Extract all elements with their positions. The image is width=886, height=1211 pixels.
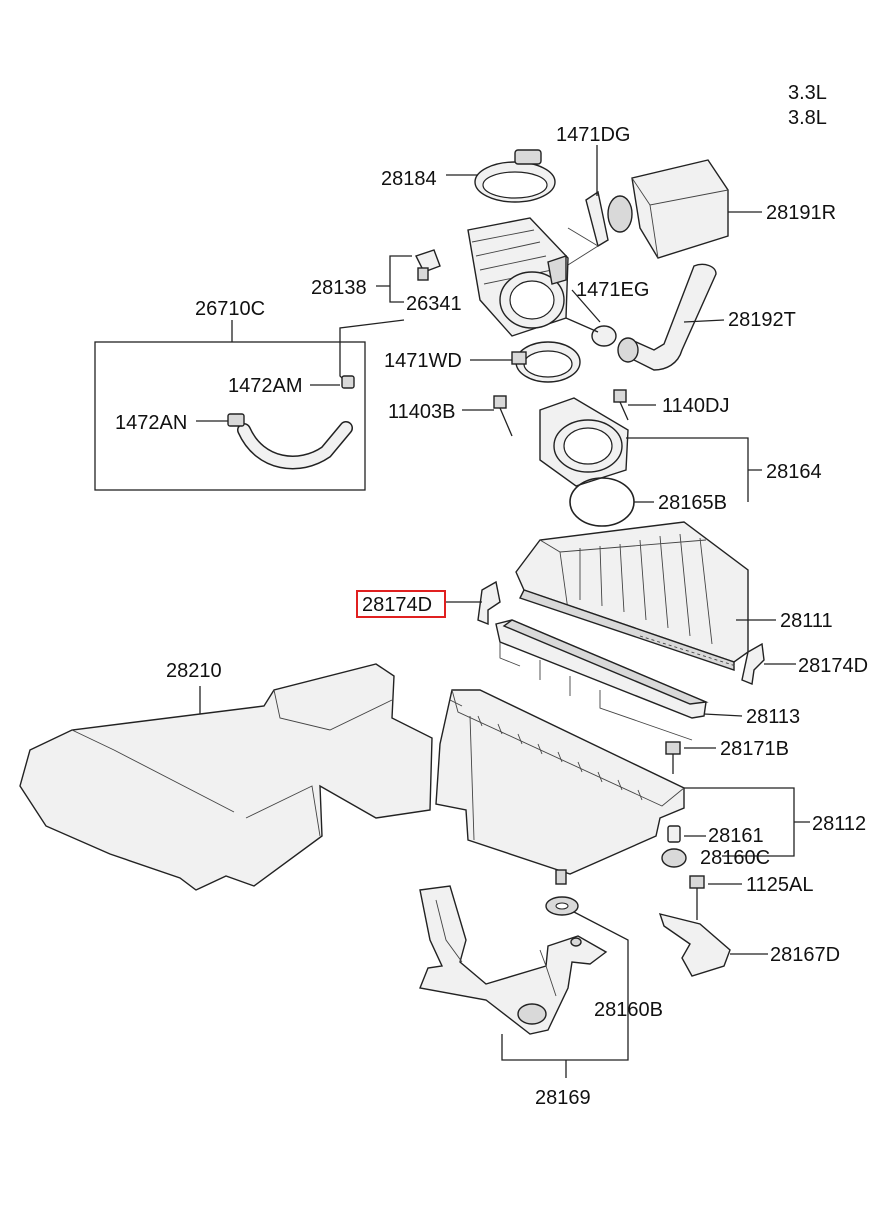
label-28210: 28210	[166, 660, 222, 682]
grommet-28160B	[501, 896, 629, 1078]
label-28174D-left[interactable]: 28174D	[362, 594, 432, 616]
label-26341: 26341	[406, 293, 462, 315]
label-1471WD: 1471WD	[384, 350, 462, 372]
label-28160B: 28160B	[594, 999, 663, 1021]
air-flow-sensor-28164	[539, 397, 762, 502]
engine-size-3-8l: 3.8L	[788, 107, 827, 129]
clip-28174D-left	[446, 580, 501, 626]
breather-kit-26710C	[94, 319, 405, 491]
clamp-1471EG	[565, 289, 617, 347]
air-cleaner-body-28112	[435, 689, 810, 885]
highlight-box-28174D	[356, 590, 446, 618]
label-28164: 28164	[766, 461, 822, 483]
air-duct-28210	[19, 663, 433, 891]
bolt-28171B	[665, 741, 716, 774]
label-1472AN: 1472AN	[115, 412, 187, 434]
grommet-28160C	[661, 848, 687, 868]
label-28113: 28113	[746, 706, 800, 728]
label-28165B: 28165B	[658, 492, 727, 514]
label-26710C: 26710C	[195, 298, 265, 320]
label-1140DJ: 1140DJ	[662, 395, 729, 417]
label-28161: 28161	[708, 825, 764, 847]
clip-28174D-right	[741, 642, 796, 685]
bolt-1140DJ	[613, 389, 656, 421]
label-28174D-right: 28174D	[798, 655, 868, 677]
label-11403B: 11403B	[388, 401, 455, 423]
gasket-28165B	[569, 477, 654, 527]
intake-hose-26341	[467, 217, 569, 337]
clamp-1471DG	[559, 145, 609, 271]
breather-hose-28192T	[617, 263, 725, 371]
bolt-11403B	[462, 395, 513, 437]
bolt-1125AL	[689, 875, 742, 920]
label-28160C: 28160C	[700, 847, 770, 869]
hose-clamp-28184	[446, 149, 556, 203]
label-28171B: 28171B	[720, 738, 789, 760]
label-28167D: 28167D	[770, 944, 840, 966]
label-28192T: 28192T	[728, 309, 796, 331]
label-28191R: 28191R	[766, 202, 836, 224]
resonator-28191R	[607, 159, 762, 259]
bracket-28167D	[658, 913, 768, 977]
collar-28161	[667, 825, 681, 843]
label-1471DG: 1471DG	[556, 124, 631, 146]
label-28138: 28138	[311, 277, 367, 299]
engine-size-3-3l: 3.3L	[788, 82, 827, 104]
label-28169: 28169	[535, 1087, 591, 1109]
label-28111: 28111	[780, 610, 833, 632]
nipple-28138	[376, 249, 441, 303]
label-1471EG: 1471EG	[576, 279, 649, 301]
tray-28169	[419, 885, 608, 1035]
air-cleaner-cover-28111	[515, 521, 776, 671]
label-1125AL: 1125AL	[746, 874, 813, 896]
hose-clamp-1471WD	[470, 341, 581, 383]
label-28112: 28112	[812, 813, 866, 835]
label-1472AM: 1472AM	[228, 375, 303, 397]
label-28184: 28184	[381, 168, 437, 190]
filter-element-28113	[495, 619, 743, 741]
